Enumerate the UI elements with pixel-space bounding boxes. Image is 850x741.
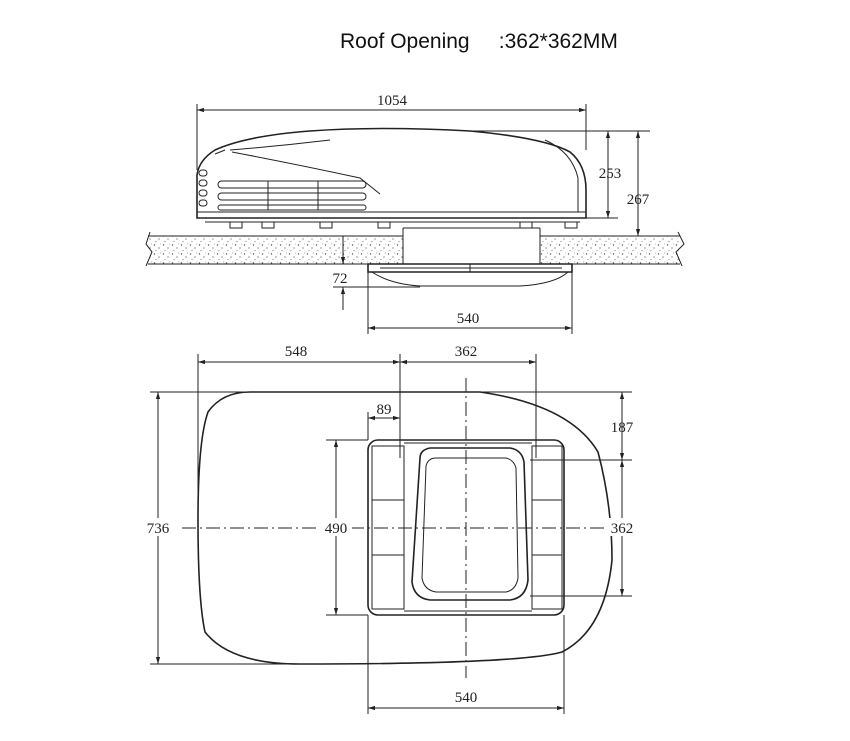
drawing-title: Roof Opening :362*362MM (340, 30, 618, 54)
title-label: Roof Opening (340, 30, 470, 53)
dim-frame-offset: 89 (377, 402, 392, 418)
dim-opening-height: 362 (611, 521, 634, 537)
dim-overall-length: 1054 (377, 93, 408, 109)
top-dimensions: 548 362 89 187 736 490 (144, 344, 638, 714)
side-dimensions: 1054 253 267 72 540 (196, 93, 650, 334)
dim-height-body: 253 (599, 166, 622, 182)
dim-top-offset: 187 (611, 420, 634, 436)
ceiling-box-side (367, 263, 573, 287)
side-view: 1054 253 267 72 540 (145, 93, 685, 334)
top-view: 548 362 89 187 736 490 (144, 344, 638, 714)
dim-frame-height: 490 (325, 521, 348, 537)
dim-height-total: 267 (627, 192, 650, 208)
roof-section (145, 231, 685, 267)
ac-unit-top-outline (197, 391, 613, 665)
dim-frame-width: 540 (455, 690, 478, 706)
dim-opening-width: 362 (455, 344, 478, 360)
ac-unit-side (196, 127, 587, 236)
dim-ceiling-width: 540 (457, 311, 480, 327)
title-value: :362*362MM (498, 30, 618, 53)
dim-left-length: 548 (285, 344, 308, 360)
dim-overall-width: 736 (147, 521, 170, 537)
dim-ceiling-drop: 72 (333, 271, 348, 287)
